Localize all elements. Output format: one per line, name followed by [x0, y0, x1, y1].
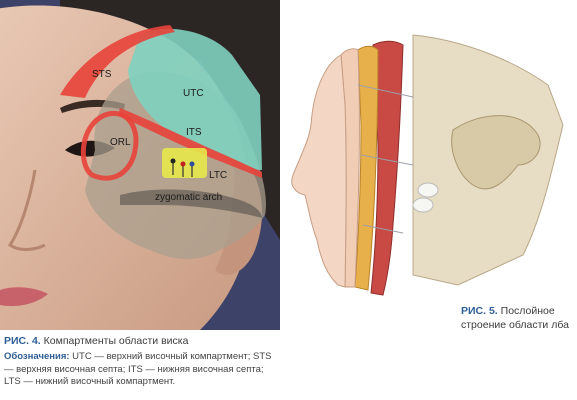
marker-pins [170, 158, 195, 177]
figure-4-caption: РИС. 4. Компартменты области виска [4, 335, 188, 347]
muscle-layer [370, 40, 404, 296]
temporal-compartments-illustration [0, 0, 280, 330]
figure-5-caption: РИС. 5. Послойное строение области лба [461, 305, 573, 332]
sts-septum [60, 25, 175, 98]
legend-heading: Обозначения: [4, 351, 70, 362]
utc-compartment [128, 28, 262, 171]
nose [7, 169, 46, 251]
figure-4-image [0, 0, 280, 330]
label-utc: UTC [183, 88, 204, 99]
its-septum [118, 108, 262, 178]
zygomatic-arch-shape [120, 189, 262, 218]
legend-text: UTC — верхний височный компартмент; STS … [4, 351, 272, 387]
teeth [412, 182, 439, 213]
orl-ring [80, 111, 139, 181]
figure-4-title: Компартменты области виска [43, 335, 189, 347]
figure-5-title: Послойное строение области лба [461, 305, 569, 331]
label-ltc: LTC [209, 170, 228, 181]
fascia-lines [357, 84, 414, 234]
label-orl: ORL [110, 137, 131, 148]
figure-5-number: РИС. 5. [461, 305, 498, 317]
lips [0, 287, 48, 307]
figure-5-image [283, 25, 577, 310]
zygomatic-bone [451, 115, 541, 190]
forehead-layers-illustration [291, 34, 564, 296]
label-sts: STS [92, 69, 112, 80]
figure-4-number: РИС. 4. [4, 335, 41, 347]
label-zygomatic-arch: zygomatic arch [155, 192, 223, 203]
label-its: ITS [186, 127, 202, 138]
face-profile [291, 54, 347, 288]
fat-layer [354, 45, 379, 291]
figure-4-legend: Обозначения: UTC — верхний височный комп… [4, 351, 278, 389]
